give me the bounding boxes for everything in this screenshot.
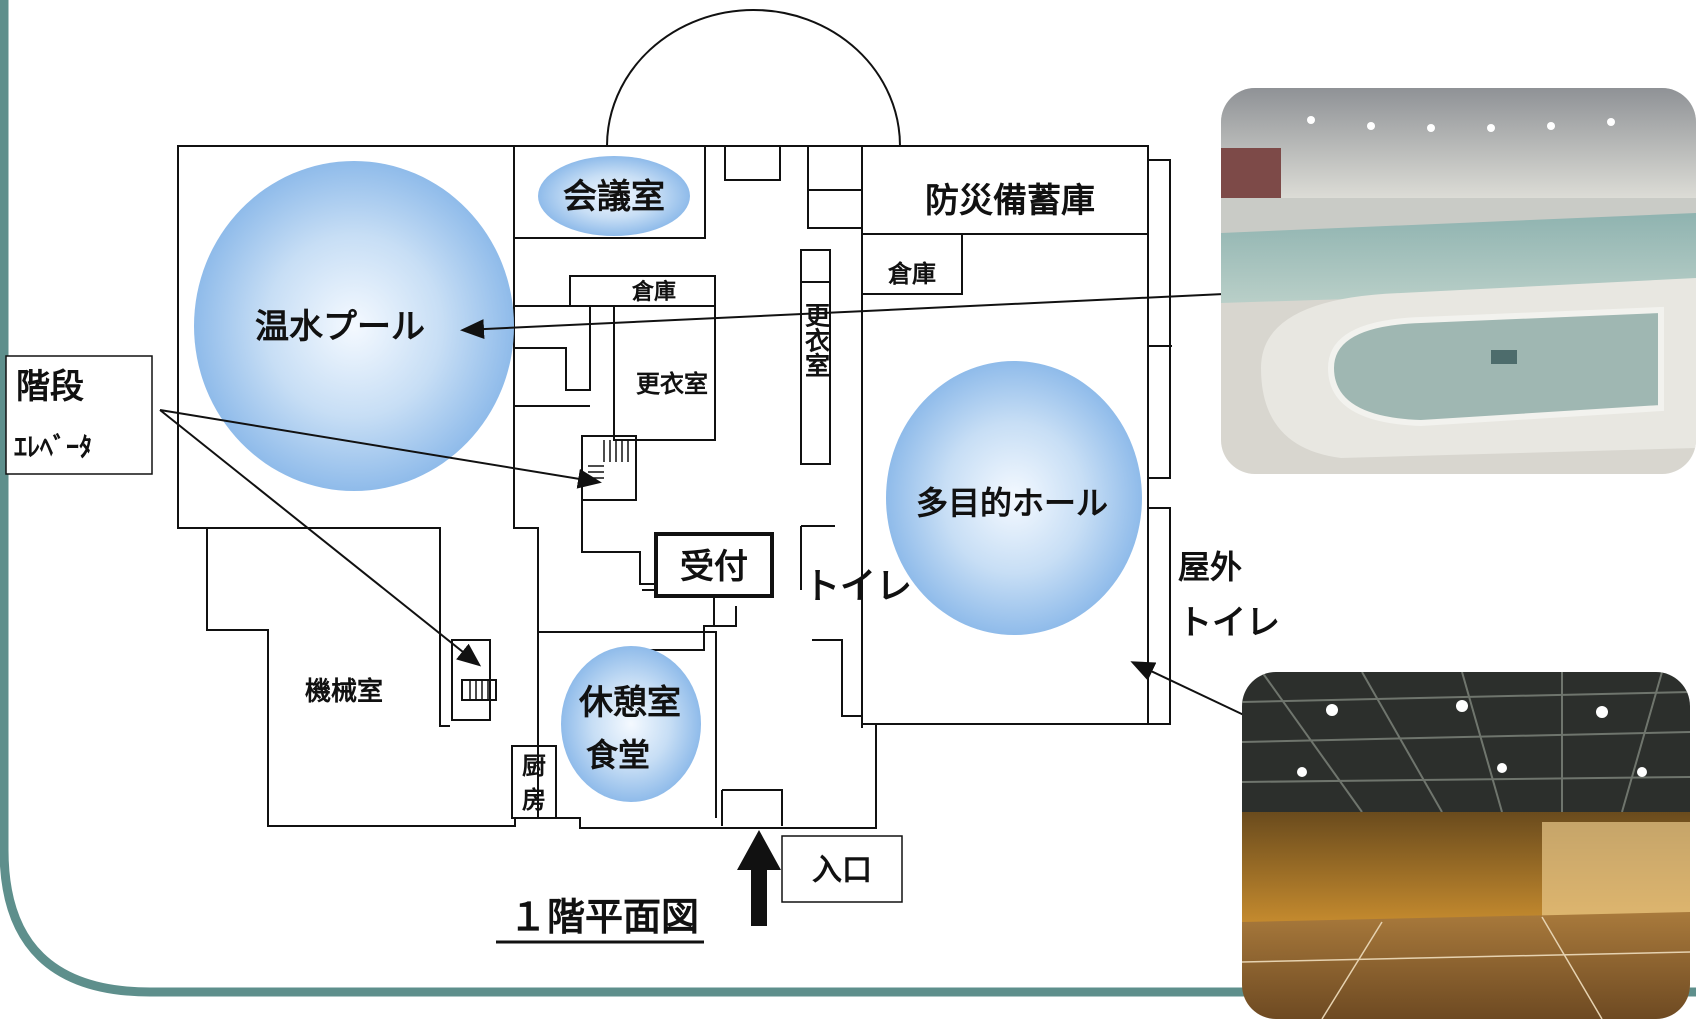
outdoor-toilet-label-line1: 屋外 [1178, 548, 1242, 586]
slide-border [0, 0, 1696, 997]
gymnasium-photo [1242, 672, 1690, 1019]
elevator-legend-label: ｴﾚﾍﾞｰﾀ [14, 432, 92, 463]
lounge-highlight [561, 646, 701, 802]
warm-pool-highlight [194, 161, 514, 491]
indoor-pool-photo [1221, 88, 1696, 474]
rotunda-outline [606, 8, 901, 147]
storage-center-label: 倉庫 [631, 279, 676, 305]
disaster-storehouse-label: 防災備蓄庫 [925, 181, 1095, 221]
reception-label: 受付 [680, 547, 748, 587]
meeting-room-label: 会議室 [563, 177, 665, 217]
floor-plan-title: １階平面図 [509, 895, 699, 939]
lounge-label-line1: 休憩室 [578, 683, 681, 723]
kitchen-label-line2: 房 [522, 786, 546, 814]
outdoor-toilet-label-line2: トイレ [1178, 603, 1280, 643]
machine-room-label: 機械室 [305, 676, 383, 707]
toilet-label: トイレ [804, 566, 912, 607]
stairs-upper-icon [588, 440, 629, 479]
warm-pool-label: 温水プール [255, 307, 425, 347]
stairs-elevator-legend-box [5, 355, 153, 475]
entrance-box [781, 835, 903, 903]
stairs-lower-icon [469, 680, 489, 700]
entrance-arrow-icon [737, 830, 781, 926]
meeting-room-highlight [538, 156, 690, 236]
lounge-label-line2: 食堂 [586, 736, 650, 774]
building-walls [177, 145, 1172, 829]
pointer-arrows [159, 293, 1247, 717]
storage-right-label: 倉庫 [887, 260, 936, 288]
multipurpose-hall-label: 多目的ホール [916, 484, 1108, 522]
changing-room-center-label: 更衣室 [636, 370, 708, 398]
stairs-legend-label: 階段 [16, 367, 84, 407]
changing-room-vertical-label: 更衣室 [802, 303, 831, 378]
reception-box [654, 532, 774, 598]
entrance-label: 入口 [812, 853, 872, 888]
multipurpose-hall-highlight [886, 361, 1142, 635]
kitchen-label-line1: 厨 [522, 752, 546, 780]
